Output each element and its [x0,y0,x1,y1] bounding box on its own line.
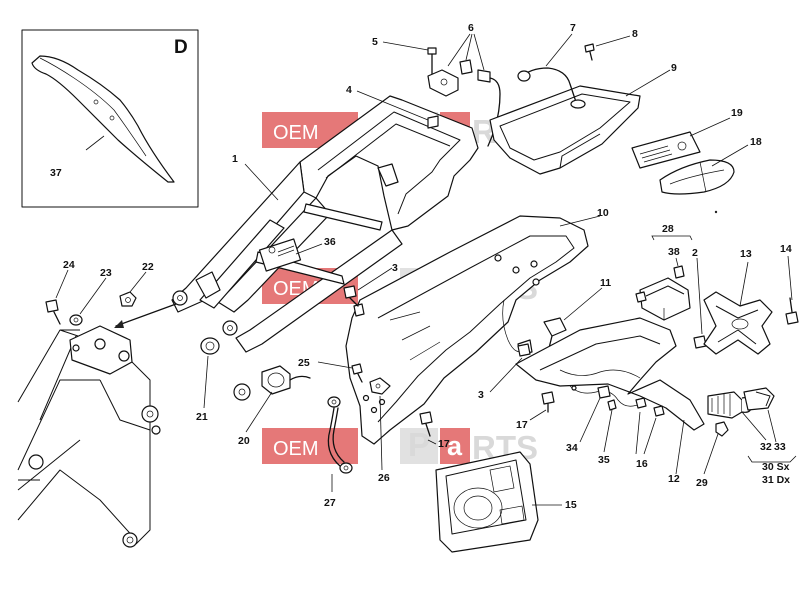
bulb-38 [673,265,685,279]
callout-29: 29 [696,477,708,489]
top-clamp-assembly [427,47,501,147]
callout-30: 30 Sx [762,461,790,473]
callout-14: 14 [780,243,792,255]
callout-5: 5 [372,36,378,48]
callout-12: 12 [668,473,680,485]
callout-1: 1 [232,153,238,165]
callout-27: 27 [324,497,336,509]
screw-17-left [419,411,433,437]
inset-label: D [174,37,188,58]
bracket-13 [703,291,773,355]
callout-21: 21 [196,411,208,423]
callout-20: 20 [238,435,250,447]
bolt-2 [693,335,707,349]
ground-cable-27 [327,396,353,474]
callout-10: 10 [597,207,609,219]
grommet-21 [200,337,220,355]
callout-11: 11 [600,277,611,289]
license-holder-12 [515,317,705,431]
callout-35: 35 [598,454,610,466]
lamp-28 [635,277,691,321]
callout-38: 38 [668,246,680,258]
callout-17a: 17 [516,419,528,431]
screw-25 [351,363,363,383]
callout-3a: 3 [392,262,398,274]
callout-4: 4 [346,84,352,96]
callout-8: 8 [632,28,638,40]
callout-19: 19 [731,107,743,119]
callout-24: 24 [63,259,75,271]
bolt-3-upper [343,285,365,317]
nut-34 [597,385,611,399]
screws-16 [635,397,665,417]
callout-13: 13 [740,248,752,260]
svg-text:P: P [408,426,430,463]
socket-20 [261,365,311,395]
battery-tray [489,43,641,175]
callout-34: 34 [566,442,578,454]
nut-29 [715,421,729,437]
inset-box: D 37 [21,29,199,208]
bolt-24 [45,299,61,325]
clip-35 [607,399,617,411]
undertray-10 [345,215,589,445]
decal-19 [631,131,701,169]
watermark-bottom: OEM P a RTS [262,426,538,466]
callout-17b: 17 [438,438,450,450]
callout-26: 26 [378,472,390,484]
svg-text:a: a [447,431,463,461]
tail-cover-15 [435,451,539,553]
callout-33: 33 [774,441,786,453]
callout-22: 22 [142,261,154,273]
tool-pouch-18 [659,159,735,195]
screw-14 [785,297,799,325]
callout-6: 6 [468,22,474,34]
washer-23 [69,314,83,326]
nut-22 [119,291,137,307]
callout-2: 2 [692,247,698,259]
front-frame-section [17,325,161,548]
svg-text:OEM: OEM [273,438,319,460]
callout-18: 18 [750,136,762,148]
indicator-assembly [707,387,775,419]
callout-28: 28 [662,223,674,235]
callout-16: 16 [636,458,648,470]
callout-25: 25 [298,357,310,369]
callout-15: 15 [565,499,577,511]
callout-7: 7 [570,22,576,34]
callout-31: 31 Dx [762,474,790,486]
callout-32: 32 [760,441,772,453]
callout-36: 36 [324,236,336,248]
callout-9: 9 [671,62,677,74]
callout-23: 23 [100,267,112,279]
connector-26 [362,377,391,414]
bolt-3-lower [517,343,531,357]
svg-text:OEM: OEM [273,122,319,144]
rear-subframe [171,95,479,401]
callout-37: 37 [50,167,62,179]
callout-3b: 3 [478,389,484,401]
screw-17-right [541,391,555,413]
